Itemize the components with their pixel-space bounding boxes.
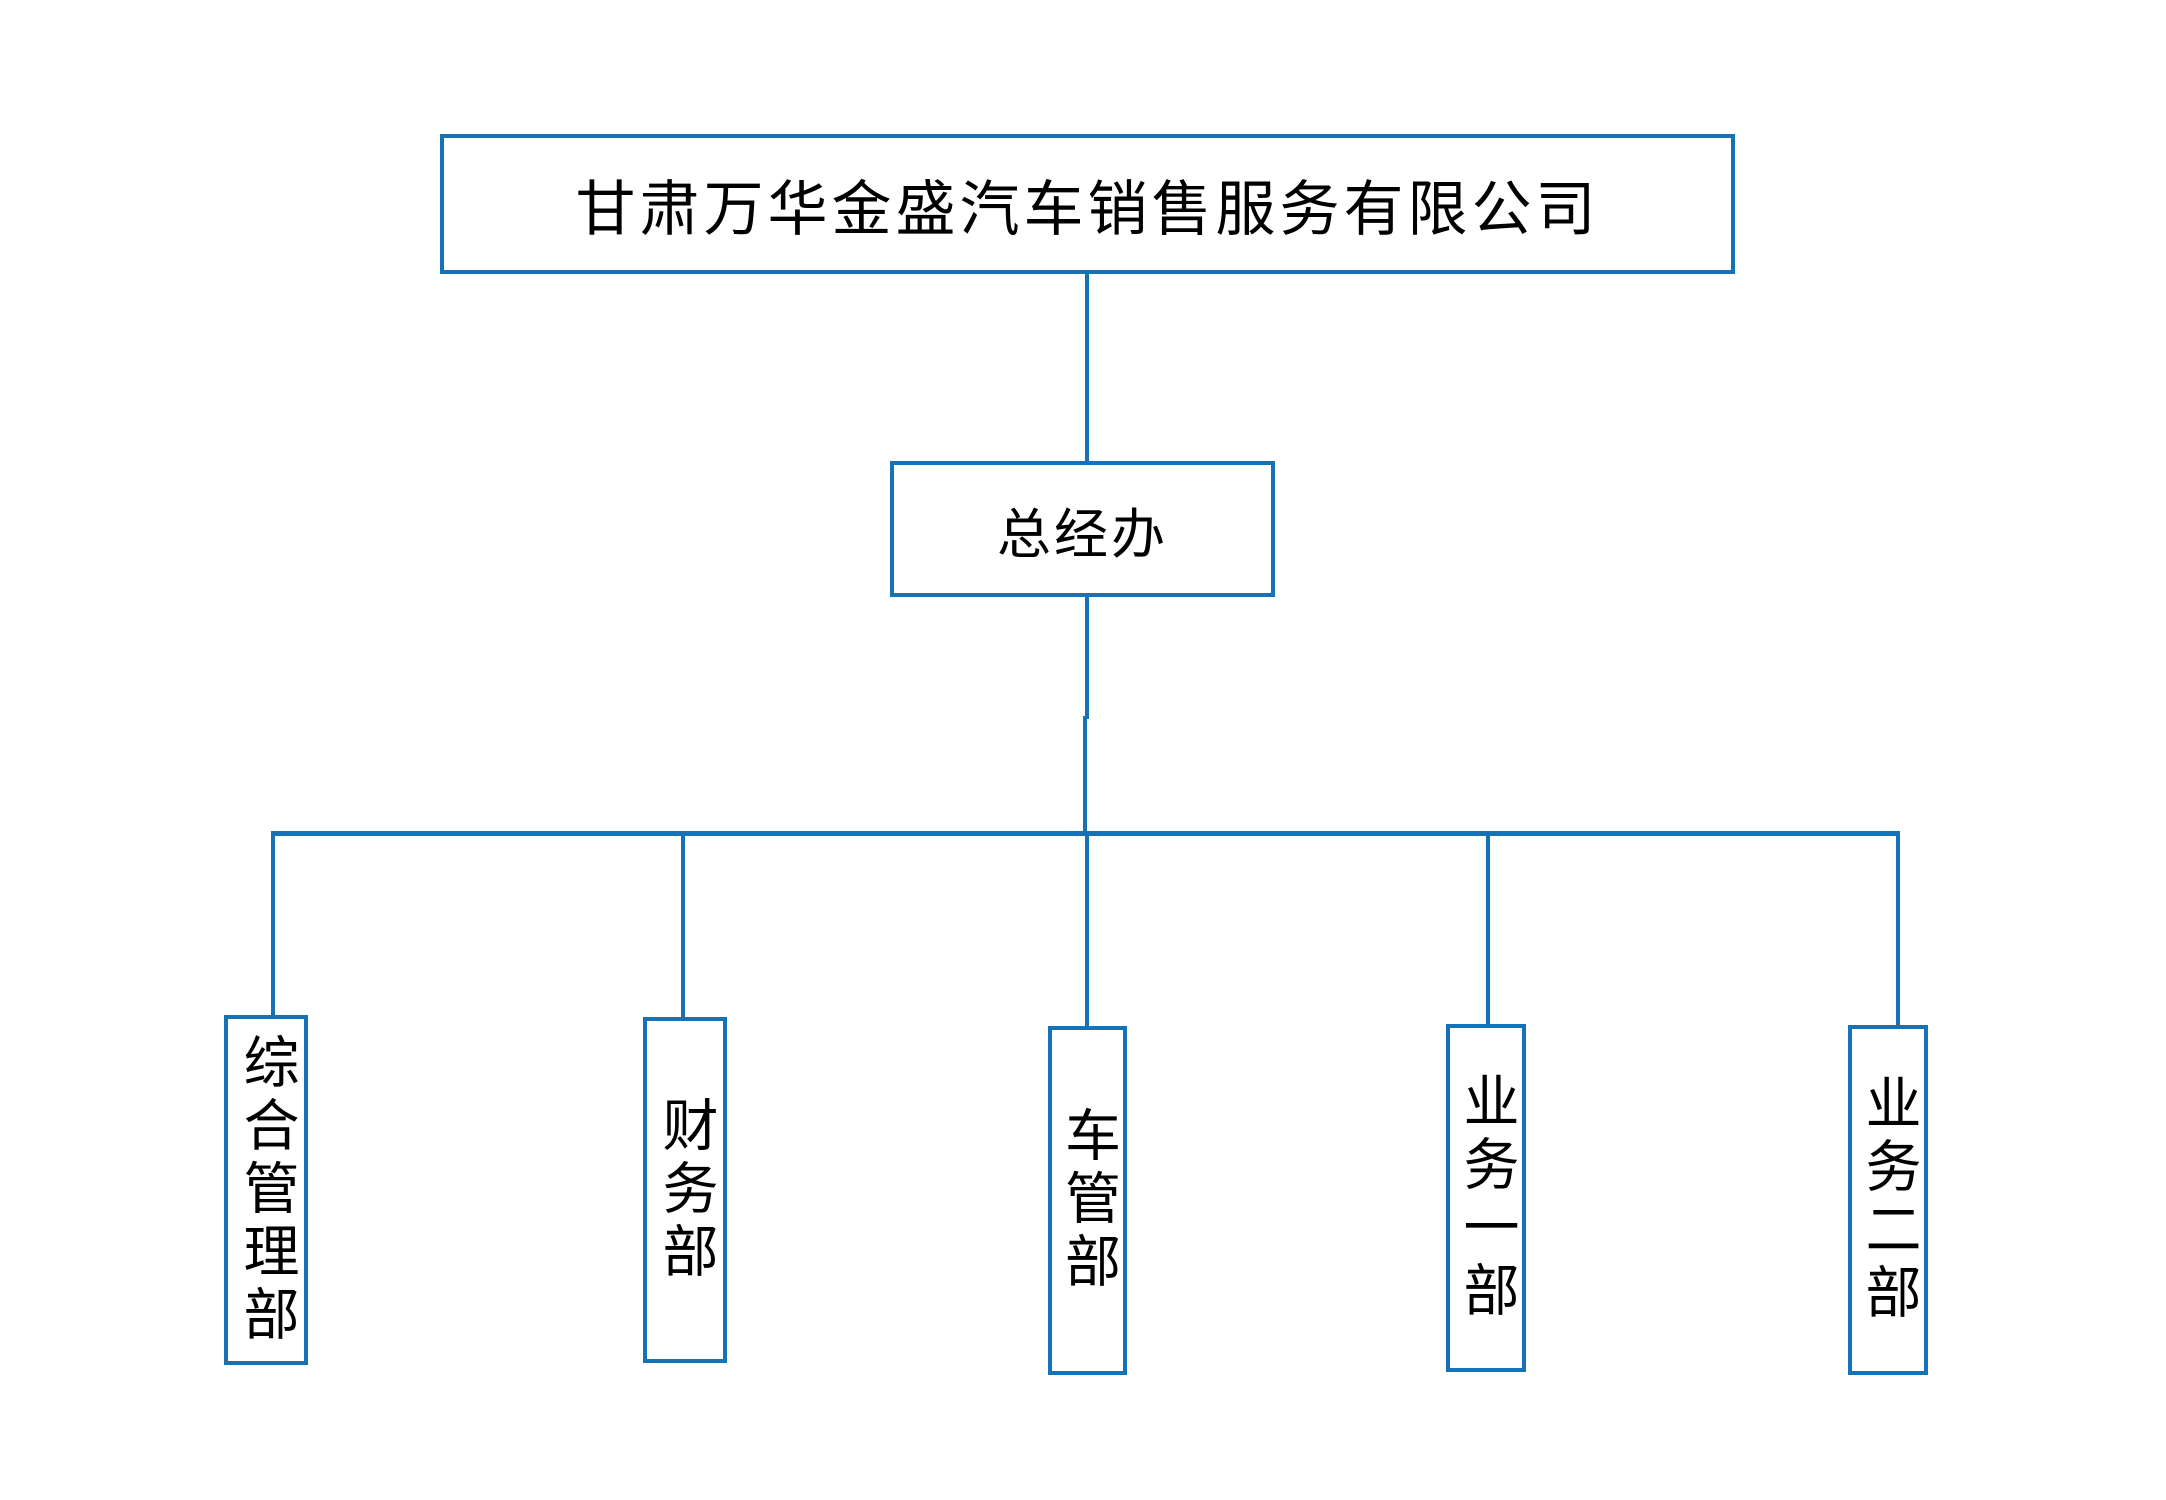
connector-gmo-down-lower [1083, 716, 1087, 831]
org-box-general-manager-office: 总经办 [890, 461, 1275, 597]
org-box-dept-business-2: 业务二部 [1848, 1025, 1928, 1375]
connector-drop-dept-3 [1085, 836, 1089, 1027]
dept-label-vehicle-management: 车管部 [1055, 1106, 1121, 1295]
org-box-company: 甘肃万华金盛汽车销售服务有限公司 [440, 134, 1735, 274]
dept-label-finance: 财务部 [653, 1095, 718, 1285]
dept-label-general-management: 综合管理部 [234, 1032, 299, 1348]
company-name-label: 甘肃万华金盛汽车销售服务有限公司 [575, 174, 1600, 245]
connector-company-to-gmo [1085, 274, 1089, 461]
dept-label-business-2: 业务二部 [1856, 1074, 1921, 1326]
dept-label-business-1: 业务一部 [1454, 1072, 1519, 1324]
gmo-label: 总经办 [997, 502, 1168, 566]
org-box-dept-vehicle-management: 车管部 [1048, 1026, 1127, 1375]
connector-drop-dept-2 [681, 836, 685, 1018]
org-box-dept-finance: 财务部 [643, 1017, 727, 1363]
org-box-dept-general-management: 综合管理部 [224, 1015, 308, 1365]
connector-gmo-down-upper [1085, 597, 1089, 719]
connector-bus-bar [271, 831, 1900, 836]
org-box-dept-business-1: 业务一部 [1446, 1024, 1526, 1372]
connector-drop-dept-4 [1486, 836, 1490, 1025]
connector-drop-dept-5 [1896, 836, 1900, 1026]
connector-drop-dept-1 [271, 836, 275, 1016]
